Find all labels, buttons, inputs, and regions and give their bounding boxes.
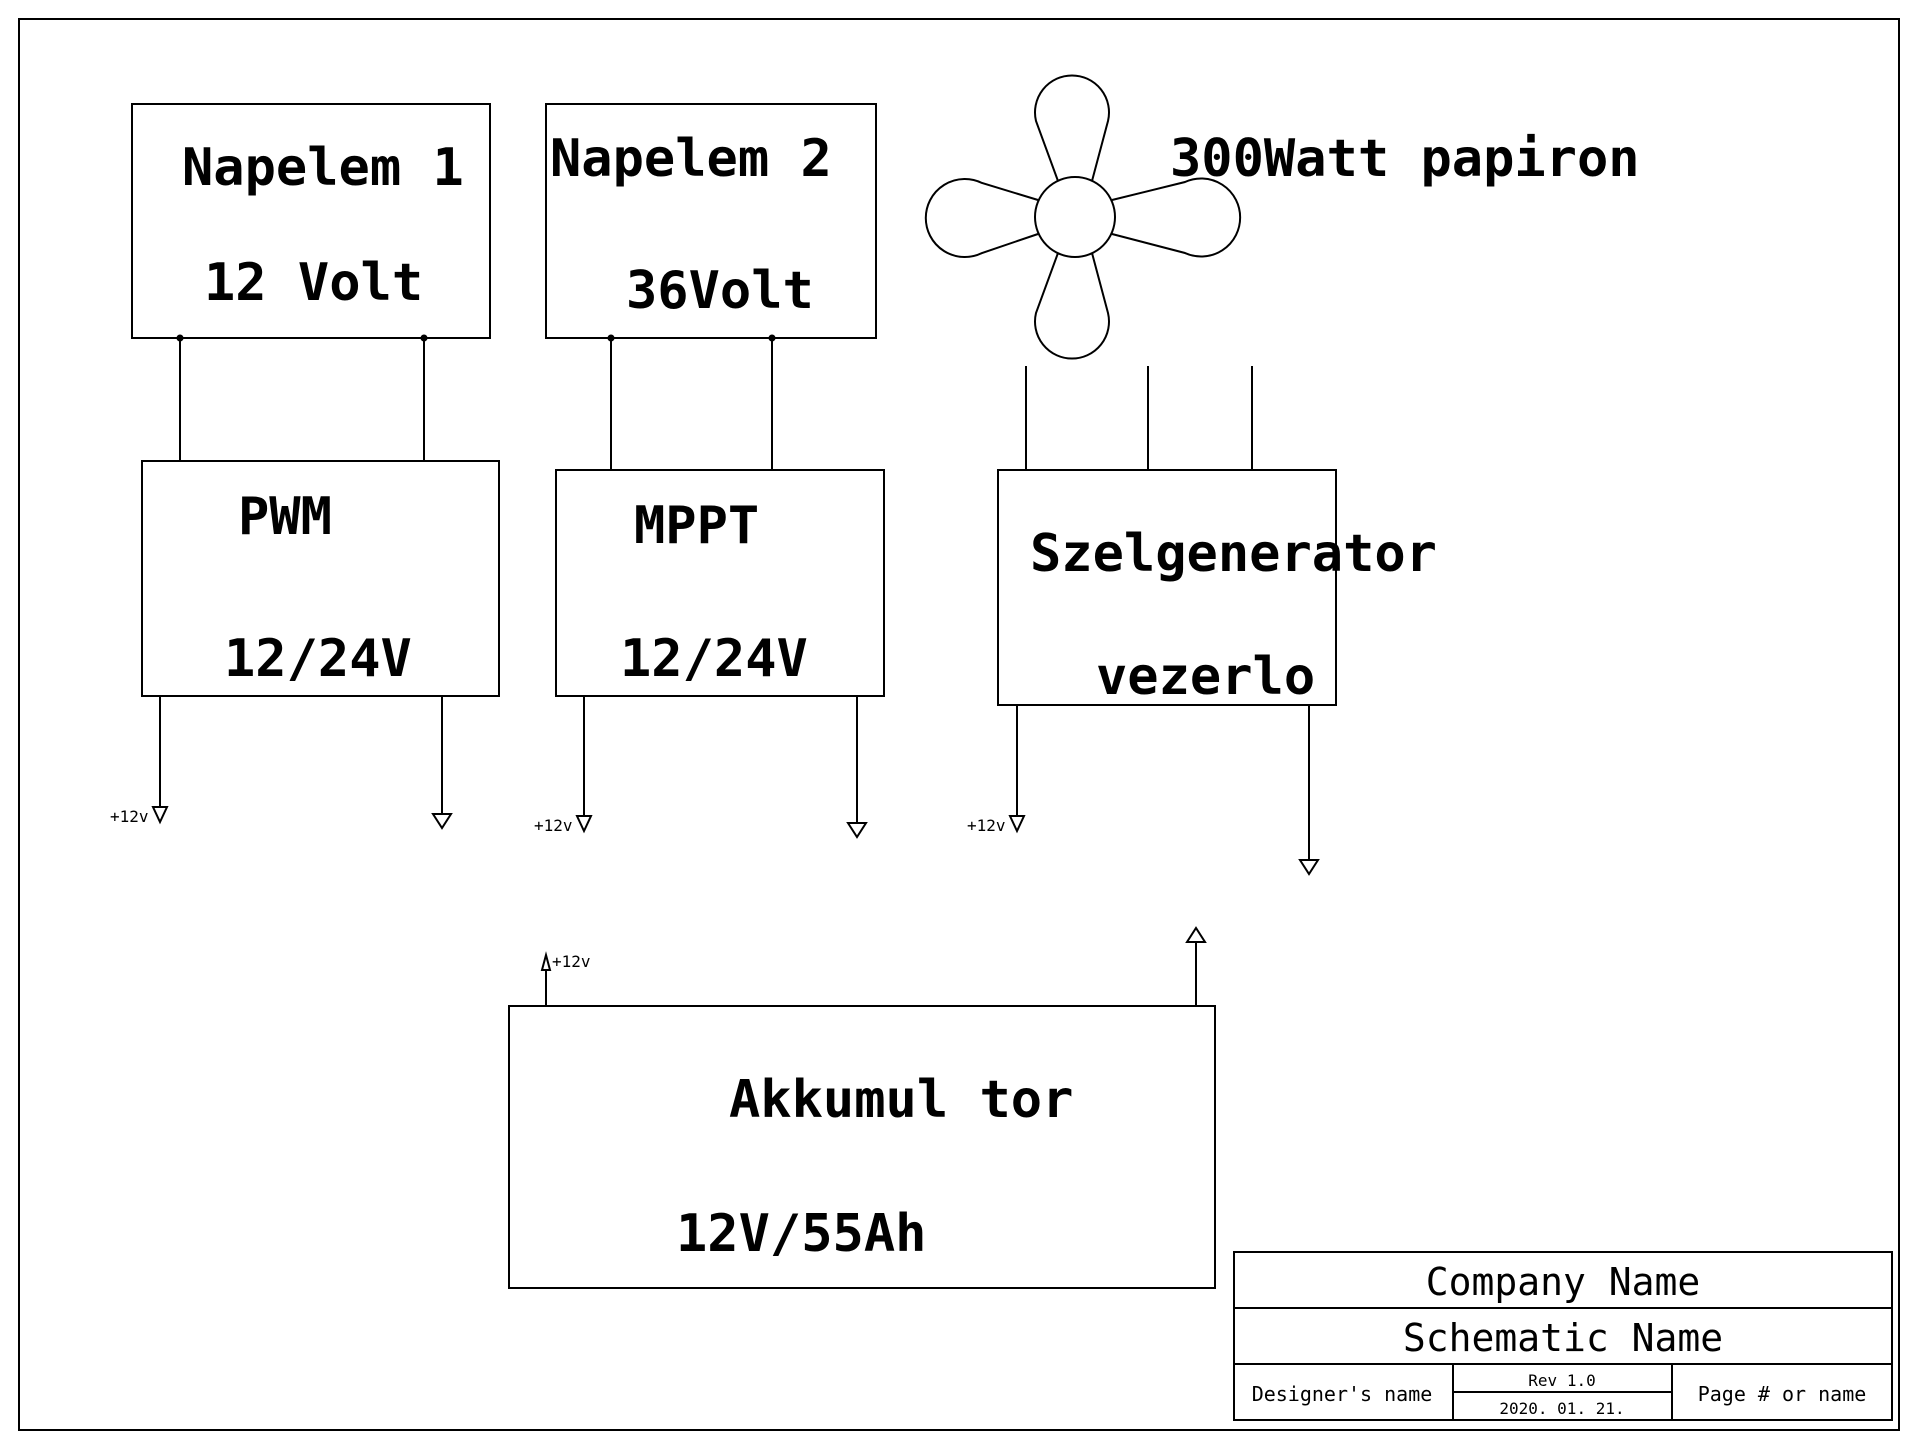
mppt-power-label: +12v <box>534 816 573 835</box>
pwm-controller-block: PWM 12/24V <box>141 460 500 697</box>
battery-block: Akkumul tor 12V/55Ah <box>508 1005 1216 1289</box>
solar-panel-1-title: Napelem 1 <box>182 138 464 198</box>
wind-controller-block: Szelgenerator vezerlo <box>997 469 1437 707</box>
title-block-designer: Designer's name <box>1252 1382 1433 1406</box>
battery-power-label: +12v <box>552 952 591 971</box>
mppt-title: MPPT <box>634 496 759 556</box>
battery-rating: 12V/55Ah <box>676 1204 926 1264</box>
title-block-rev: Rev 1.0 <box>1528 1371 1595 1390</box>
battery-inputs <box>540 926 1207 1006</box>
sheet-border <box>18 18 1900 1431</box>
wind-turbine-icon <box>924 74 1242 360</box>
title-block-company: Company Name <box>1426 1260 1701 1304</box>
pwm-controller-box <box>141 460 500 697</box>
title-block: Company Name Schematic Name Designer's n… <box>1233 1251 1893 1421</box>
wind-turbine-label: 300Watt papiron <box>1170 129 1640 189</box>
pwm-rating: 12/24V <box>224 629 412 689</box>
wind-controller-subtitle: vezerlo <box>1096 647 1315 707</box>
wire-panel1-pwm <box>176 334 428 461</box>
battery-box <box>508 1005 1216 1289</box>
solar-panel-1-voltage: 12 Volt <box>204 253 423 313</box>
solar-panel-2-title: Napelem 2 <box>550 129 832 189</box>
wind-controller-outputs <box>1008 705 1320 876</box>
title-block-date: 2020. 01. 21. <box>1499 1399 1624 1418</box>
solar-panel-2-block: Napelem 2 36Volt <box>545 103 877 339</box>
pwm-outputs <box>151 696 453 830</box>
battery-title: Akkumul tor <box>729 1070 1073 1130</box>
title-block-page: Page # or name <box>1698 1382 1867 1406</box>
wind-controller-title: Szelgenerator <box>1030 524 1437 584</box>
mppt-controller-box <box>555 469 885 697</box>
solar-panel-1-block: Napelem 1 12 Volt <box>131 103 491 339</box>
wind-controller-box <box>997 469 1337 706</box>
pwm-power-label: +12v <box>110 807 149 826</box>
wire-panel2-mppt <box>607 334 776 470</box>
pwm-title: PWM <box>238 487 332 547</box>
solar-panel-1-box <box>131 103 491 339</box>
mppt-rating: 12/24V <box>620 629 808 689</box>
mppt-controller-block: MPPT 12/24V <box>555 469 885 697</box>
solar-panel-2-voltage: 36Volt <box>626 261 814 321</box>
title-block-schematic: Schematic Name <box>1403 1316 1723 1360</box>
wire-turbine-controller <box>1025 366 1253 470</box>
mppt-outputs <box>575 696 868 839</box>
solar-panel-2-box <box>545 103 877 339</box>
wind-controller-power-label: +12v <box>967 816 1006 835</box>
